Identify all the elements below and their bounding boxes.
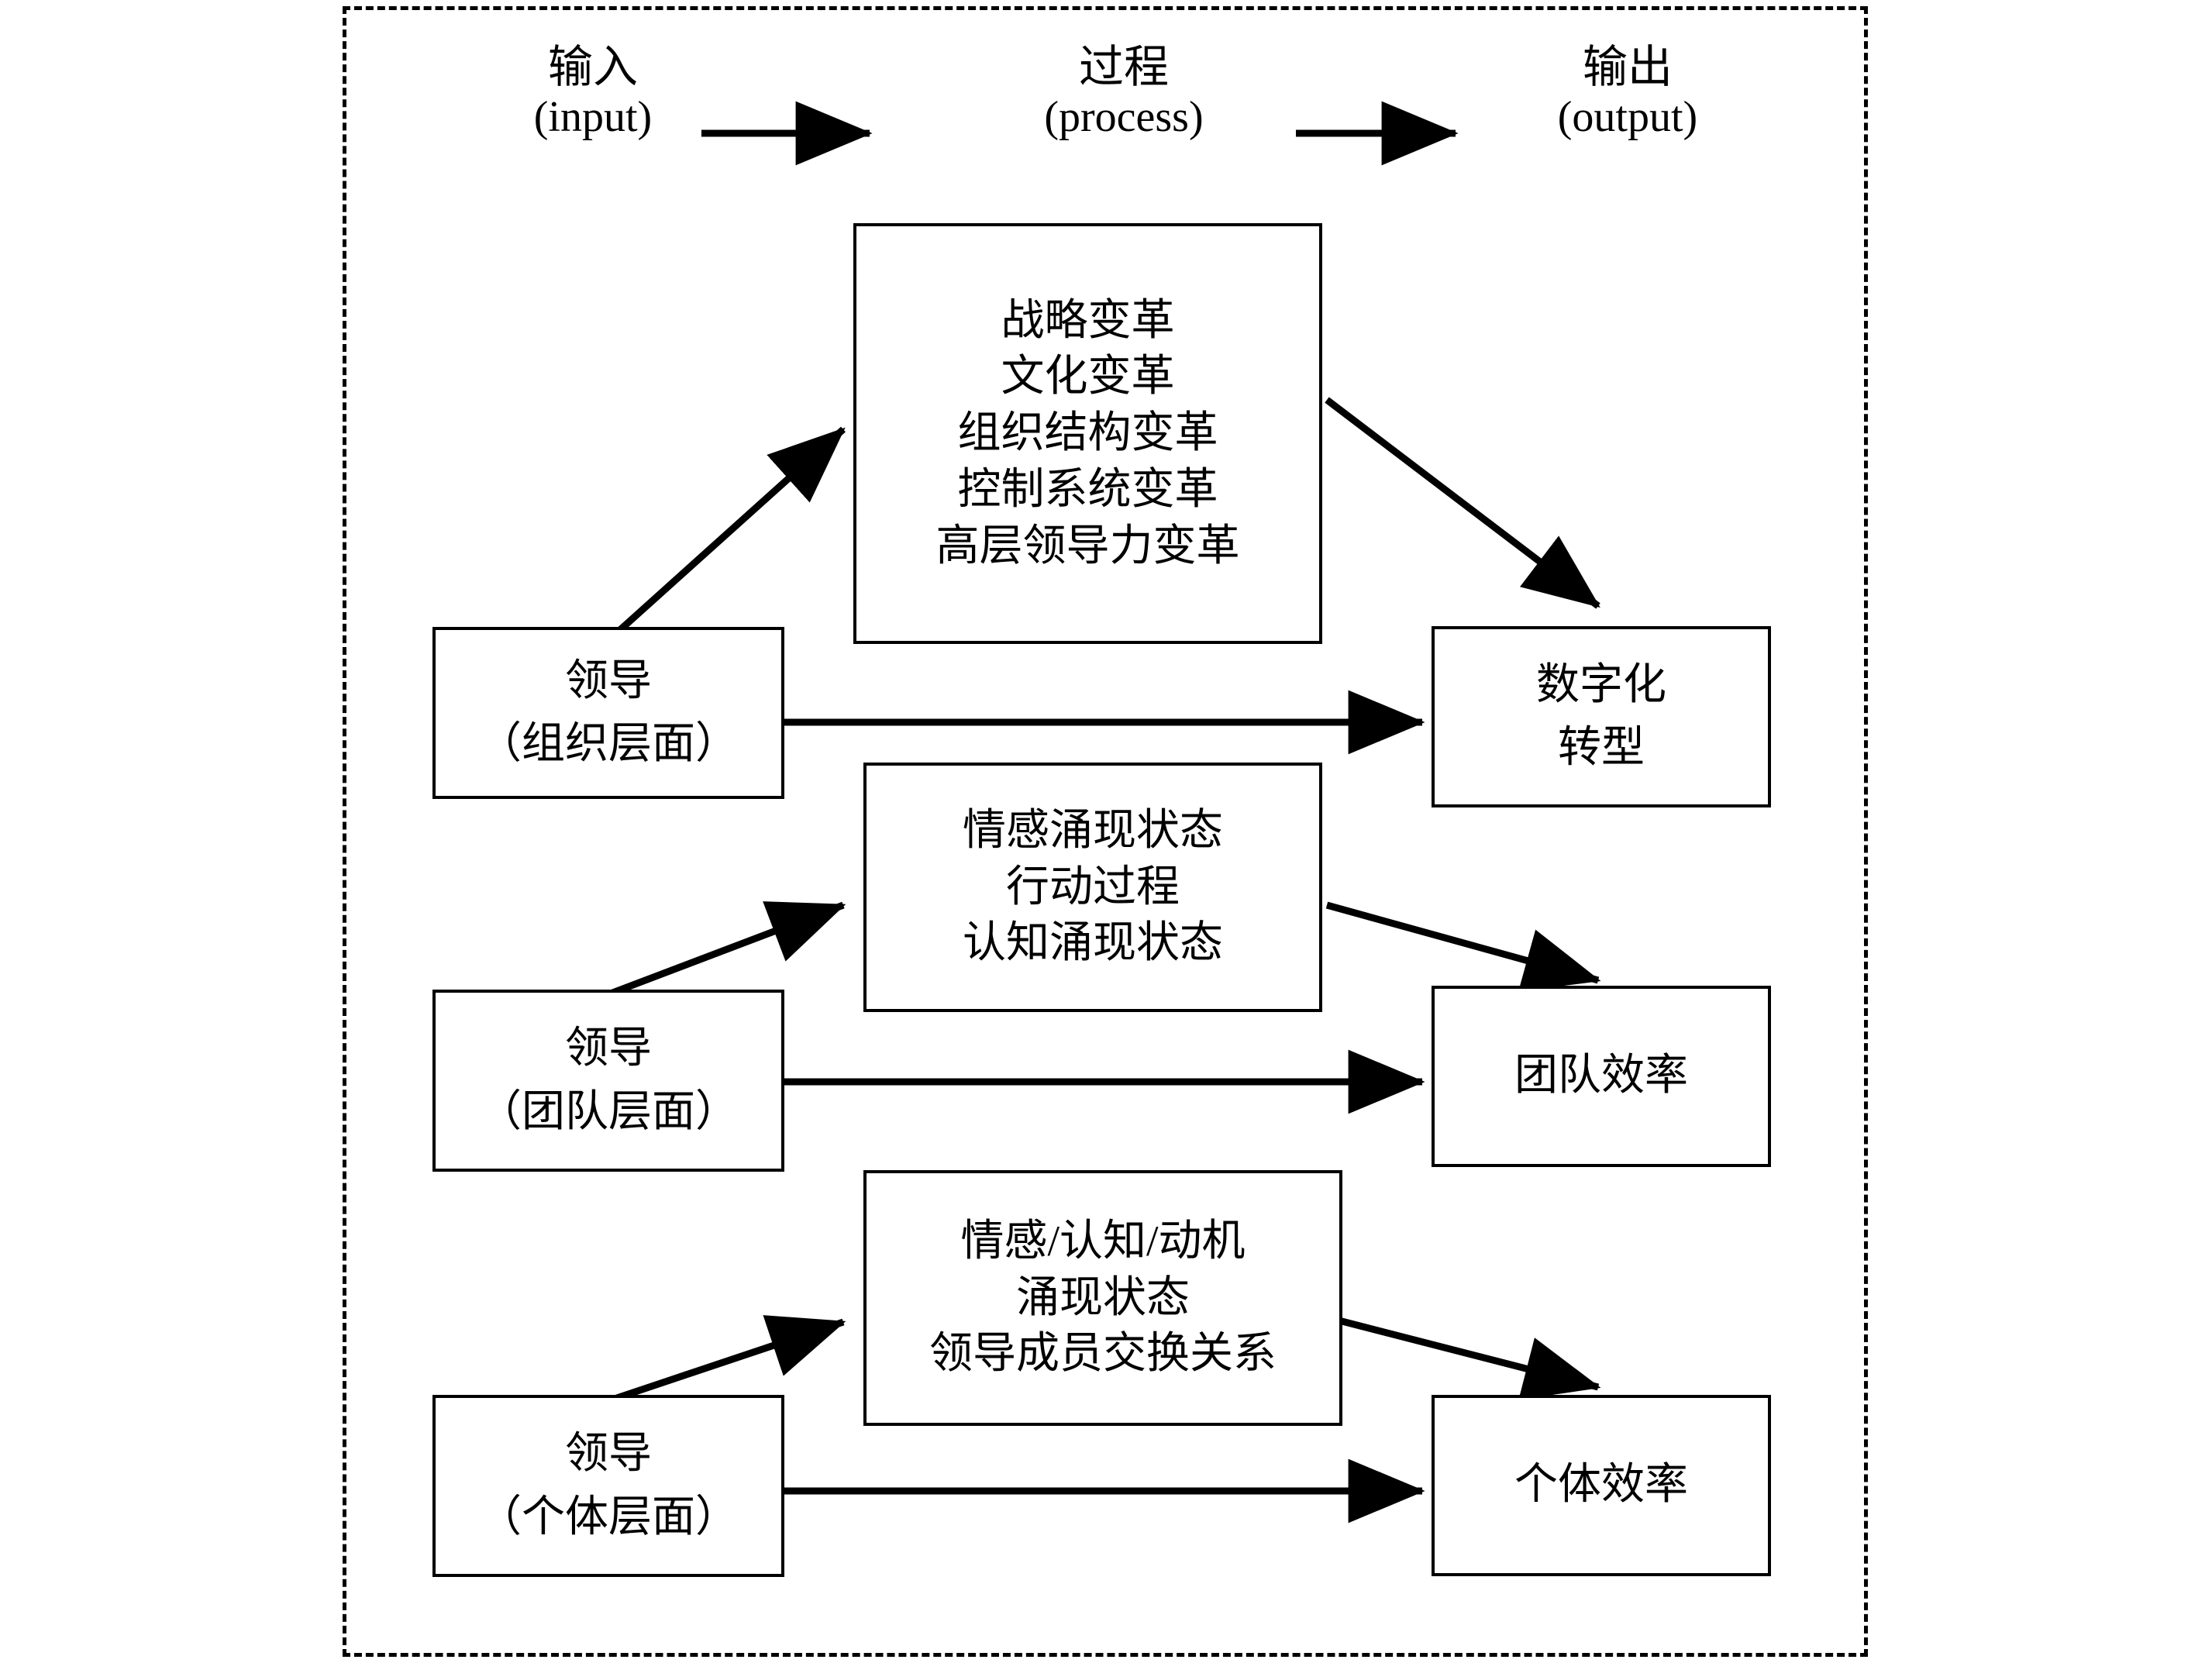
input-box-team-level[interactable]: 领导 （团队层面）	[432, 990, 784, 1172]
process-box-org-level[interactable]: 战略变革 文化变革 组织结构变革 控制系统变革 高层领导力变革	[853, 223, 1322, 644]
process-org-line-1: 战略变革	[1001, 296, 1175, 345]
header-output-cn: 输出	[1582, 42, 1673, 92]
header-output-en: (output)	[1557, 92, 1698, 141]
header-process-cn: 过程	[1078, 42, 1169, 92]
process-team-line-2: 行动过程	[1006, 862, 1180, 911]
output-digital-line-1: 数字化	[1536, 660, 1666, 709]
header-label-process: 过程 (process)	[984, 42, 1263, 142]
output-box-individual-effectiveness[interactable]: 个体效率	[1432, 1395, 1771, 1576]
process-individual-line-1: 情感/认知/动机	[960, 1217, 1246, 1265]
process-org-line-5: 高层领导力变革	[935, 522, 1240, 570]
output-box-team-effectiveness[interactable]: 团队效率	[1432, 986, 1771, 1167]
input-team-line-2: （团队层面）	[478, 1087, 739, 1136]
input-box-org-level[interactable]: 领导 （组织层面）	[432, 627, 784, 799]
input-team-line-1: 领导	[565, 1024, 652, 1073]
input-org-line-1: 领导	[565, 656, 652, 705]
input-box-individual-level[interactable]: 领导 （个体层面）	[432, 1395, 784, 1577]
process-box-individual-level[interactable]: 情感/认知/动机 涌现状态 领导成员交换关系	[863, 1170, 1342, 1426]
header-process-en: (process)	[1044, 92, 1204, 141]
process-org-line-4: 控制系统变革	[957, 465, 1218, 514]
process-team-line-1: 情感涌现状态	[963, 806, 1223, 855]
header-input-cn: 输入	[547, 42, 638, 92]
process-individual-line-2: 涌现状态	[1016, 1273, 1190, 1322]
header-input-en: (input)	[533, 92, 653, 141]
header-label-output: 输出 (output)	[1496, 42, 1759, 142]
process-org-line-2: 文化变革	[1001, 353, 1175, 401]
input-org-line-2: （组织层面）	[478, 720, 739, 768]
process-team-line-3: 认知涌现状态	[963, 919, 1223, 968]
process-individual-line-3: 领导成员交换关系	[929, 1330, 1277, 1379]
output-team-line-1: 团队效率	[1514, 1052, 1688, 1100]
output-individual-line-1: 个体效率	[1514, 1461, 1688, 1510]
outer-dashed-frame	[343, 6, 1868, 1657]
output-box-digital-transformation[interactable]: 数字化 转型	[1432, 626, 1771, 807]
process-org-line-3: 组织结构变革	[957, 409, 1218, 458]
input-individual-line-1: 领导	[565, 1430, 652, 1479]
process-box-team-level[interactable]: 情感涌现状态 行动过程 认知涌现状态	[863, 763, 1322, 1012]
header-label-input: 输入 (input)	[488, 42, 698, 142]
input-individual-line-2: （个体层面）	[478, 1493, 739, 1541]
output-digital-line-2: 转型	[1558, 724, 1645, 772]
